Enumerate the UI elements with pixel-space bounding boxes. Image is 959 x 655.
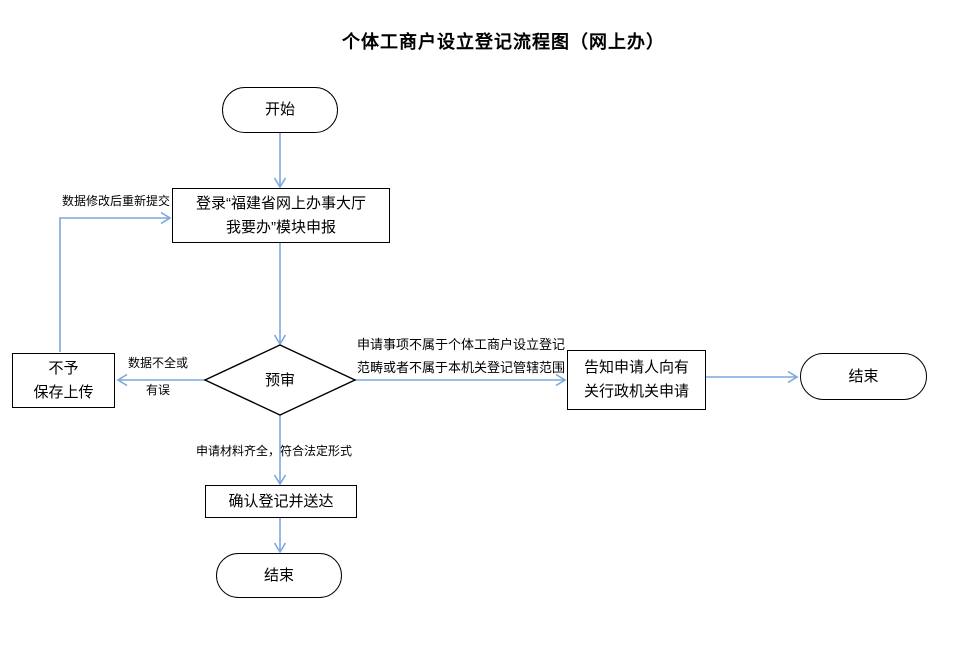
node-confirm: 确认登记并送达	[205, 485, 357, 518]
node-confirm-label: 确认登记并送达	[228, 492, 334, 510]
node-start-label: 开始	[264, 101, 295, 118]
node-nosave-line1: 不予	[48, 359, 79, 377]
edge-label-notscope-line1: 申请事项不属于个体工商户设立登记	[357, 337, 566, 352]
node-login-line1: 登录“福建省网上办事大厅	[196, 194, 366, 212]
node-nosave: 不予 保存上传	[12, 353, 115, 408]
node-login-line2: 我要办”模块申报	[226, 218, 336, 236]
arrow-review-to-nosave	[116, 373, 205, 387]
page-title: 个体工商户设立登记流程图（网上办）	[342, 32, 665, 52]
review-decision-shape	[203, 344, 357, 416]
node-end-bottom: 结束	[216, 553, 342, 598]
node-review-label: 预审	[264, 372, 295, 389]
arrow-confirm-to-end	[273, 518, 287, 554]
arrow-login-to-review	[273, 243, 287, 346]
edge-label-incomplete-line1: 数据不全或	[127, 356, 188, 370]
arrow-nosave-to-login	[59, 211, 172, 352]
arrow-review-to-notify	[355, 373, 567, 387]
node-end-bottom-label: 结束	[263, 566, 294, 584]
edge-label-notscope-line2: 范畴或者不属于本机关登记管辖范围	[357, 360, 566, 375]
node-notify-line2: 关行政机关申请	[583, 383, 689, 400]
node-notify: 告知申请人向有 关行政机关申请	[567, 350, 706, 410]
edge-label-incomplete-line2: 有误	[145, 383, 170, 397]
edge-label-materials-ok: 申请材料齐全，符合法定形式	[196, 444, 353, 458]
node-login: 登录“福建省网上办事大厅 我要办”模块申报	[172, 188, 390, 243]
arrow-notify-to-end	[706, 370, 799, 384]
node-end-right: 结束	[800, 353, 927, 400]
node-end-right-label: 结束	[848, 367, 879, 385]
node-start: 开始	[222, 87, 338, 133]
arrow-start-to-login	[273, 133, 287, 189]
edge-label-resubmit: 数据修改后重新提交	[61, 194, 170, 208]
node-notify-line1: 告知申请人向有	[583, 359, 689, 376]
arrow-review-to-confirm	[273, 415, 287, 486]
node-nosave-line2: 保存上传	[33, 383, 94, 401]
